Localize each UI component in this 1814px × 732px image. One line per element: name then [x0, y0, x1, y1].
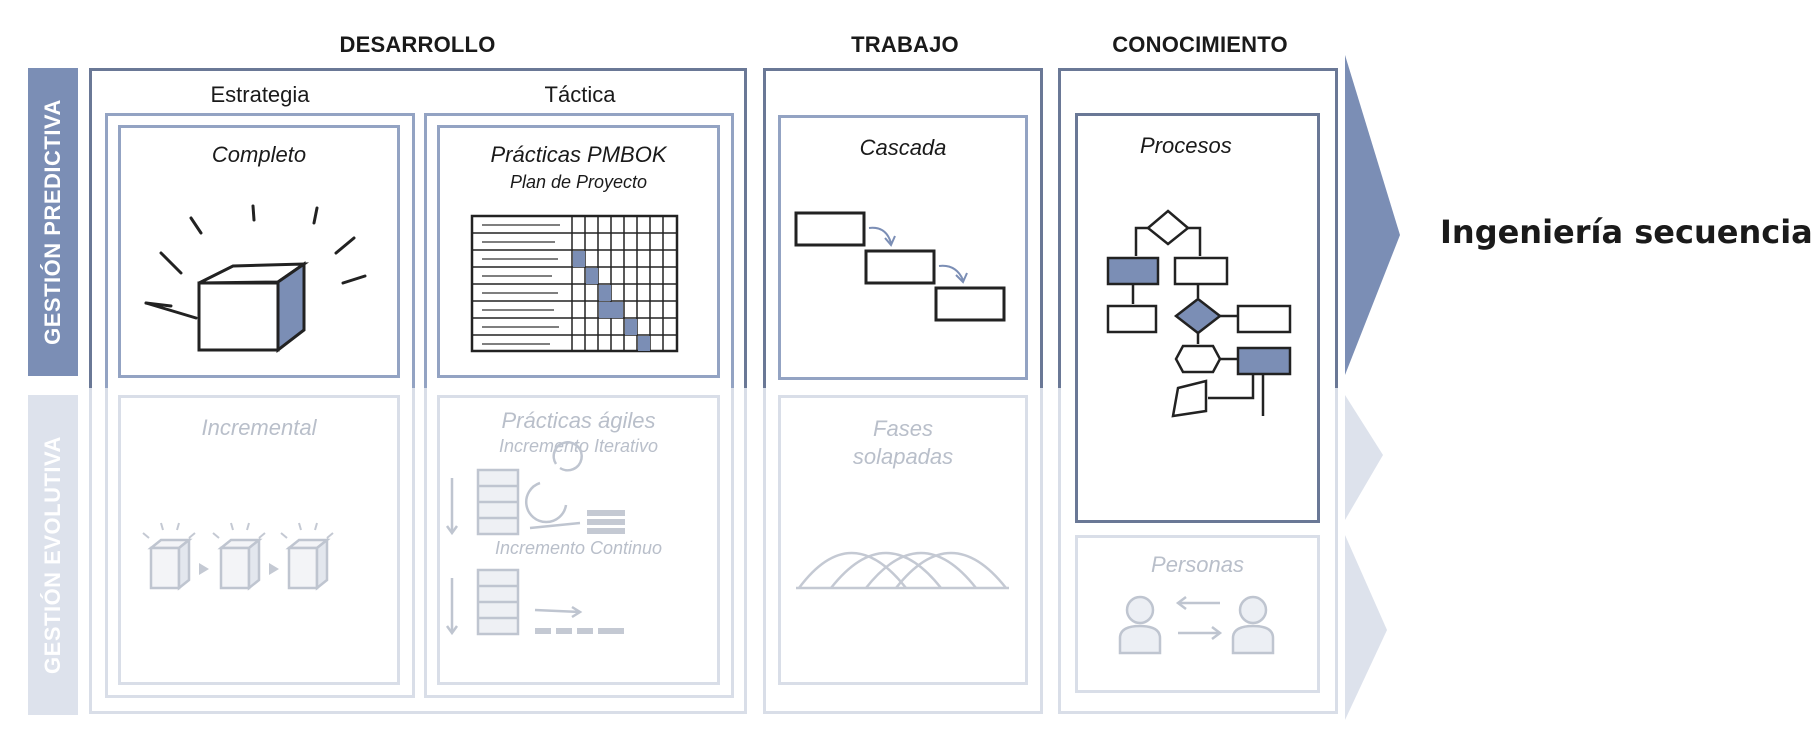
frame-tactica-bottom [424, 388, 734, 698]
sidebar-gestion-evolutiva: GESTIÓN EVOLUTIVA [28, 395, 78, 715]
frame-trabajo-top [763, 68, 1043, 388]
cell-fases-title-1: Fases [873, 416, 933, 441]
cell-personas-title: Personas [1151, 552, 1244, 577]
subheader-tactica: Táctica [544, 82, 616, 107]
cell-incremental-title: Incremental [201, 415, 317, 440]
frame-estrategia-bottom [105, 388, 415, 698]
cell-pmbok-subtitle: Plan de Proyecto [509, 172, 648, 192]
cell-completo: Completo [118, 125, 400, 378]
gantt-chart-icon [470, 214, 679, 353]
frame-tactica-top [424, 113, 734, 388]
header-trabajo: TRABAJO [851, 32, 959, 57]
subheader-estrategia: Estrategia [210, 82, 310, 107]
result-title: Ingeniería secuencial [1440, 213, 1814, 251]
agile-iteration-icon [445, 441, 625, 636]
cell-procesos-title: Procesos [1140, 133, 1232, 158]
cell-personas: Personas [1075, 535, 1320, 693]
frame-conocimiento-bottom [1058, 388, 1338, 714]
cell-cascada-title: Cascada [859, 135, 947, 160]
cell-agiles-title: Prácticas ágiles [501, 408, 656, 433]
frame-trabajo-bottom [763, 388, 1043, 714]
waterfall-icon [794, 211, 1006, 322]
cell-agiles: Prácticas ágiles Incremento Iterativo In… [437, 395, 720, 685]
cell-agiles-continuo: Incremento Continuo [494, 538, 663, 558]
sidebar-gestion-predictiva: GESTIÓN PREDICTIVA [28, 68, 78, 376]
frame-desarrollo-top [89, 68, 747, 388]
frame-estrategia-top [105, 113, 415, 388]
people-exchange-icon [1118, 595, 1275, 655]
cell-fases-solapadas: Fases solapadas [778, 395, 1028, 685]
row-label-predictiva: GESTIÓN PREDICTIVA [40, 99, 65, 345]
arrow-evolutiva-top [1345, 395, 1383, 520]
box-sparkle-icon [144, 204, 367, 354]
header-conocimiento: CONOCIMIENTO [1112, 32, 1288, 57]
incremental-boxes-icon [142, 522, 334, 591]
frame-conocimiento-top [1058, 68, 1338, 388]
flowchart-icon [1106, 209, 1292, 418]
cell-fases-title-2: solapadas [852, 444, 954, 469]
row-label-evolutiva: GESTIÓN EVOLUTIVA [40, 436, 65, 674]
frame-desarrollo-bottom [89, 388, 747, 714]
cell-completo-title: Completo [211, 142, 307, 167]
cell-procesos: Procesos [1075, 113, 1320, 523]
header-desarrollo: DESARROLLO [339, 32, 496, 57]
cell-cascada: Cascada [778, 115, 1028, 380]
cell-pmbok-title: Prácticas PMBOK [490, 142, 667, 167]
arrow-predictiva [1345, 55, 1400, 375]
cell-incremental: Incremental [118, 395, 400, 685]
arrow-evolutiva-bottom [1345, 535, 1387, 720]
cell-pmbok: Prácticas PMBOK Plan de Proyecto [437, 125, 720, 378]
overlapping-arcs-icon [796, 551, 1009, 590]
